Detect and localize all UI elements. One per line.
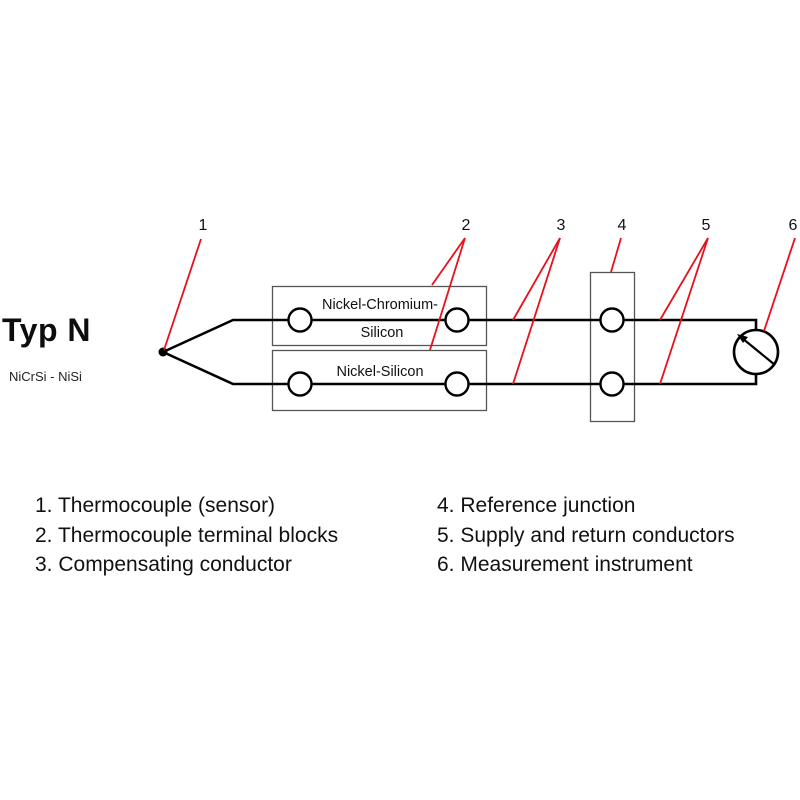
terminal-block-lower-label: Nickel-Silicon <box>336 364 423 380</box>
thermocouple-wire-upper <box>162 318 288 354</box>
callout-line-2b <box>429 237 466 351</box>
thermocouple-material-subtitle: NiCrSi - NiSi <box>9 369 82 384</box>
thermocouple-type-title: Typ N <box>2 312 92 348</box>
legend-item-measurement-instrument: 6. Measurement instrument <box>437 553 693 576</box>
callout-number-2: 2 <box>462 217 471 234</box>
terminal-block-upper-label-line1: Nickel-Chromium- <box>322 297 438 313</box>
return-conductor <box>624 374 758 386</box>
callout-line-5b <box>659 237 709 385</box>
terminal-upper-right <box>444 307 470 333</box>
callout-number-6: 6 <box>789 217 798 234</box>
callout-line-5a <box>659 237 709 321</box>
legend-left-column: 1. Thermocouple (sensor) 2. Thermocouple… <box>35 491 338 580</box>
reference-junction-box <box>589 271 636 423</box>
meter-icon <box>732 328 780 376</box>
callout-line-3b <box>512 237 561 385</box>
callout-number-3: 3 <box>557 217 566 234</box>
legend-right-column: 4. Reference junction 5. Supply and retu… <box>437 491 735 580</box>
reference-terminal-upper <box>599 307 625 333</box>
reference-terminal-lower <box>599 371 625 397</box>
callout-number-5: 5 <box>702 217 711 234</box>
terminal-lower-left <box>287 371 313 397</box>
thermocouple-junction-dot <box>158 347 168 357</box>
terminal-block-upper <box>271 285 488 347</box>
callout-number-4: 4 <box>618 217 627 234</box>
terminal-lower-right <box>444 371 470 397</box>
callout-number-1: 1 <box>199 217 208 234</box>
callout-line-2a <box>431 237 466 286</box>
terminal-upper-left <box>287 307 313 333</box>
legend-item-reference-junction: 4. Reference junction <box>437 494 636 517</box>
supply-conductor <box>624 318 758 330</box>
callout-line-4 <box>610 237 622 273</box>
callout-line-3a <box>512 237 561 321</box>
callout-line-6 <box>763 237 796 332</box>
callout-line-1 <box>163 238 202 351</box>
legend-item-thermocouple: 1. Thermocouple (sensor) <box>35 494 276 517</box>
terminal-block-upper-label-line2: Silicon <box>361 325 404 341</box>
legend-item-terminal-blocks: 2. Thermocouple terminal blocks <box>35 523 339 547</box>
terminal-block-lower <box>271 349 488 412</box>
thermocouple-wire-lower <box>162 350 288 386</box>
legend-item-supply-return-conductors: 5. Supply and return conductors <box>437 523 735 547</box>
legend-item-compensating-conductor: 3. Compensating conductor <box>35 553 292 576</box>
